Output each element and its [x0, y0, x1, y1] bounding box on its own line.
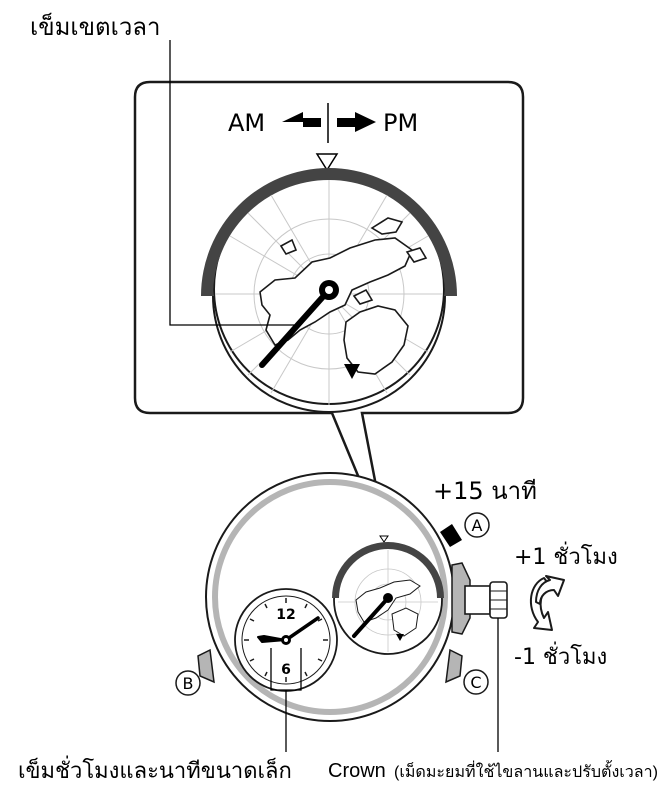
- plus-15-min-label: +15 นาที: [433, 477, 537, 505]
- pusher-a: [440, 524, 462, 547]
- time-zone-hand-label: เข็มเขตเวลา: [30, 12, 161, 41]
- small-hands-label: เข็มชั่วโมงและนาทีขนาดเล็ก: [18, 755, 292, 784]
- dial-twelve: 12: [276, 607, 295, 623]
- button-a-label: A: [472, 516, 483, 535]
- time-zone-hand-leader: [169, 40, 300, 326]
- button-c-label: C: [470, 673, 481, 692]
- right-arrow-icon: [337, 112, 376, 132]
- minus-1-hour-label: -1 ชั่วโมง: [514, 641, 607, 670]
- pm-label: PM: [383, 109, 418, 137]
- dial-six: 6: [281, 662, 291, 678]
- crown[interactable]: [464, 581, 508, 619]
- am-pm-indicator: AM PM: [228, 103, 418, 143]
- pointer-marker-icon: [344, 364, 360, 379]
- small-time-dial: 12 6: [234, 588, 338, 692]
- time-zone-hand: [259, 287, 332, 368]
- pusher-b: [197, 648, 215, 684]
- noon-marker-icon: [315, 153, 339, 172]
- left-arrow-icon: [282, 112, 321, 127]
- rotate-arrows-icon: [529, 575, 565, 631]
- button-b-label: B: [183, 674, 194, 693]
- crown-note-label: (เม็ดมะยมที่ใช้ไขลานและปรับตั้งเวลา): [394, 760, 658, 781]
- button-c[interactable]: C: [463, 669, 489, 695]
- plus-1-hour-label: +1 ชั่วโมง: [514, 541, 618, 570]
- button-a[interactable]: A: [464, 512, 490, 538]
- large-world-dial: [201, 168, 457, 413]
- button-b[interactable]: B: [175, 670, 201, 696]
- small-noon-marker-icon: [379, 535, 389, 543]
- am-label: AM: [228, 109, 265, 137]
- pusher-c: [445, 648, 463, 684]
- crown-guard: [451, 562, 471, 635]
- crown-label: Crown: [328, 760, 386, 782]
- small-world-dial: [332, 535, 444, 655]
